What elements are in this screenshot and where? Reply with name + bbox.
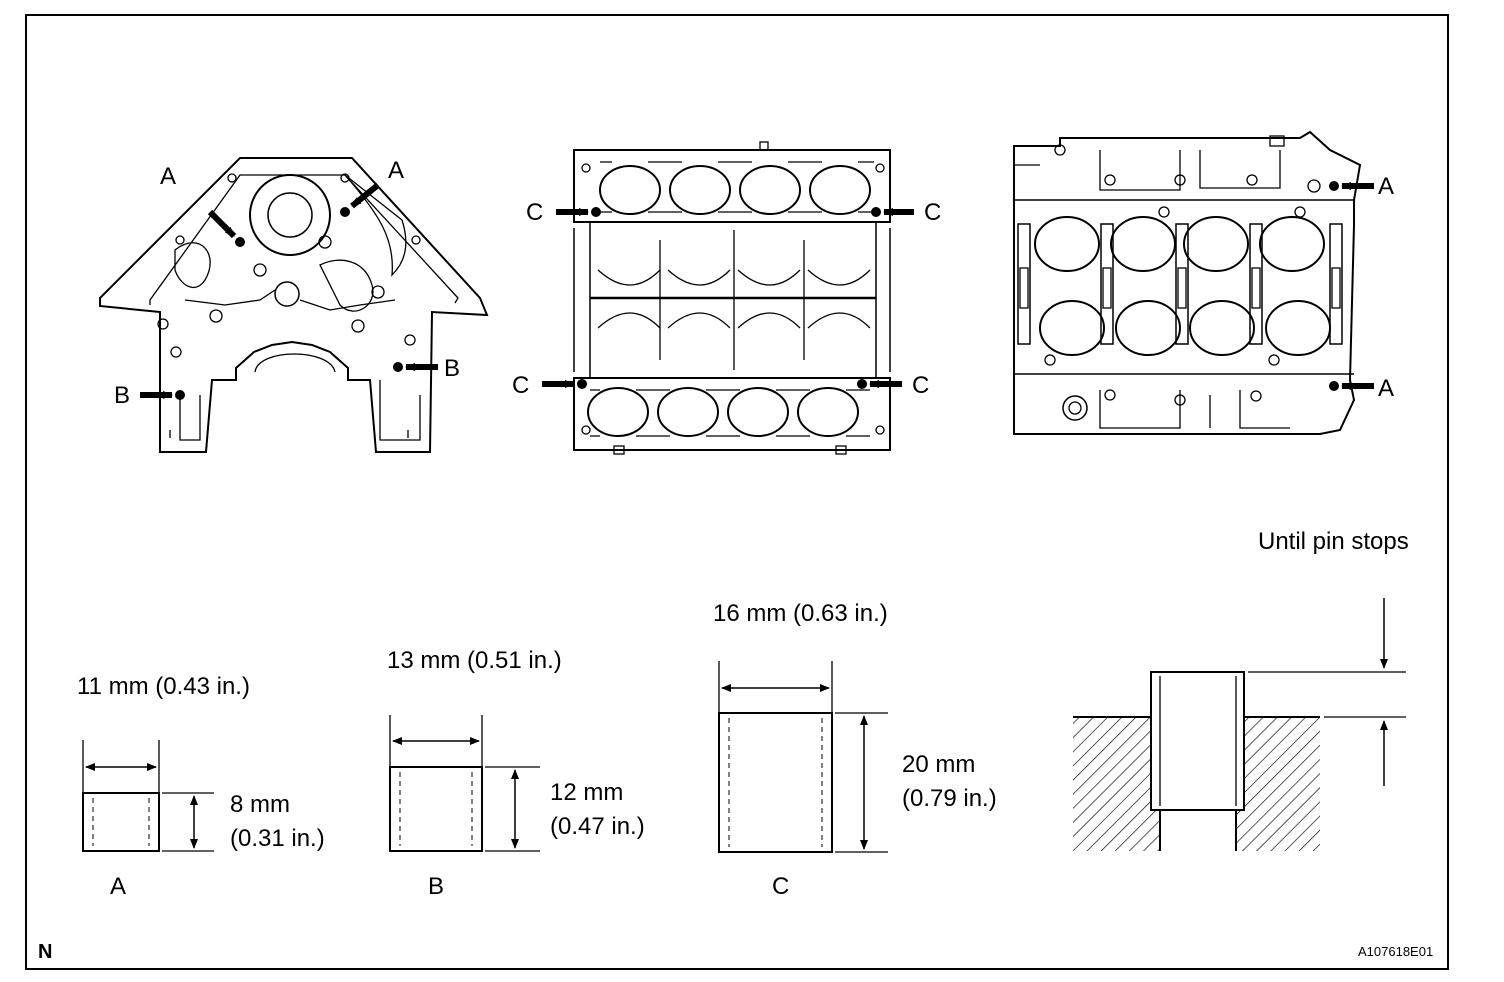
installed-pin (1150, 671, 1245, 811)
top-view-engine-block (573, 141, 891, 455)
bottom-label-a-upper: A (1378, 173, 1394, 200)
front-label-b-right: B (444, 355, 460, 382)
pin-a-body (82, 792, 160, 852)
figure-id-code: A107618E01 (1358, 944, 1433, 959)
pin-b-body (389, 766, 483, 852)
front-label-a-right: A (388, 157, 404, 184)
pin-hole-c-lower-left (577, 379, 587, 389)
pin-a-height-in: (0.31 in.) (230, 825, 325, 852)
pin-hole-a-right (340, 207, 350, 217)
top-label-c-lower-right: C (912, 372, 929, 399)
pin-c-body (718, 712, 833, 853)
corner-mark: N (38, 941, 52, 963)
pin-install-detail (1073, 598, 1406, 851)
pin-c-width-label: 16 mm (0.63 in.) (713, 600, 888, 627)
pin-a-caption: A (110, 873, 126, 900)
pin-hole-a-lower (1329, 381, 1339, 391)
pin-a-width-label: 11 mm (0.43 in.) (77, 673, 250, 700)
front-view-engine-block (99, 157, 489, 453)
pin-b-dimension-drawing (389, 715, 540, 852)
pin-b-caption: B (428, 873, 444, 900)
pin-a-dimension-drawing (82, 740, 214, 852)
pin-b-height-in: (0.47 in.) (550, 813, 645, 840)
pin-b-height-mm: 12 mm (550, 779, 623, 806)
pin-c-caption: C (772, 873, 789, 900)
pin-c-dimension-drawing (718, 661, 888, 853)
top-label-c-upper-left: C (526, 199, 543, 226)
pin-hole-a-upper (1329, 181, 1339, 191)
pin-c-height-mm: 20 mm (902, 751, 975, 778)
front-view-markers: A A B B (114, 157, 460, 409)
install-note: Until pin stops (1258, 528, 1409, 555)
bottom-label-a-lower: A (1378, 375, 1394, 402)
figure-frame (25, 14, 1449, 970)
arrow-a-right (350, 182, 380, 209)
front-label-a-left: A (160, 163, 176, 190)
pin-hole-a-left (235, 237, 245, 247)
pin-hole-c-upper-left (591, 207, 601, 217)
block-section-right (1236, 717, 1320, 851)
top-view-markers: C C C C (512, 199, 941, 399)
pin-a-height-mm: 8 mm (230, 791, 290, 818)
front-label-b-left: B (114, 382, 130, 409)
pin-hole-b-left (175, 390, 185, 400)
bottom-view-engine-block (1013, 130, 1362, 435)
pin-hole-b-right (393, 362, 403, 372)
pin-b-width-label: 13 mm (0.51 in.) (387, 647, 562, 674)
bottom-view-markers: A A (1329, 173, 1394, 402)
block-section-left (1073, 717, 1160, 851)
top-label-c-upper-right: C (924, 199, 941, 226)
pin-c-height-in: (0.79 in.) (902, 785, 997, 812)
pin-hole-c-upper-right (871, 207, 881, 217)
arrow-a-left (207, 209, 237, 239)
top-label-c-lower-left: C (512, 372, 529, 399)
pin-hole-c-lower-right (857, 379, 867, 389)
